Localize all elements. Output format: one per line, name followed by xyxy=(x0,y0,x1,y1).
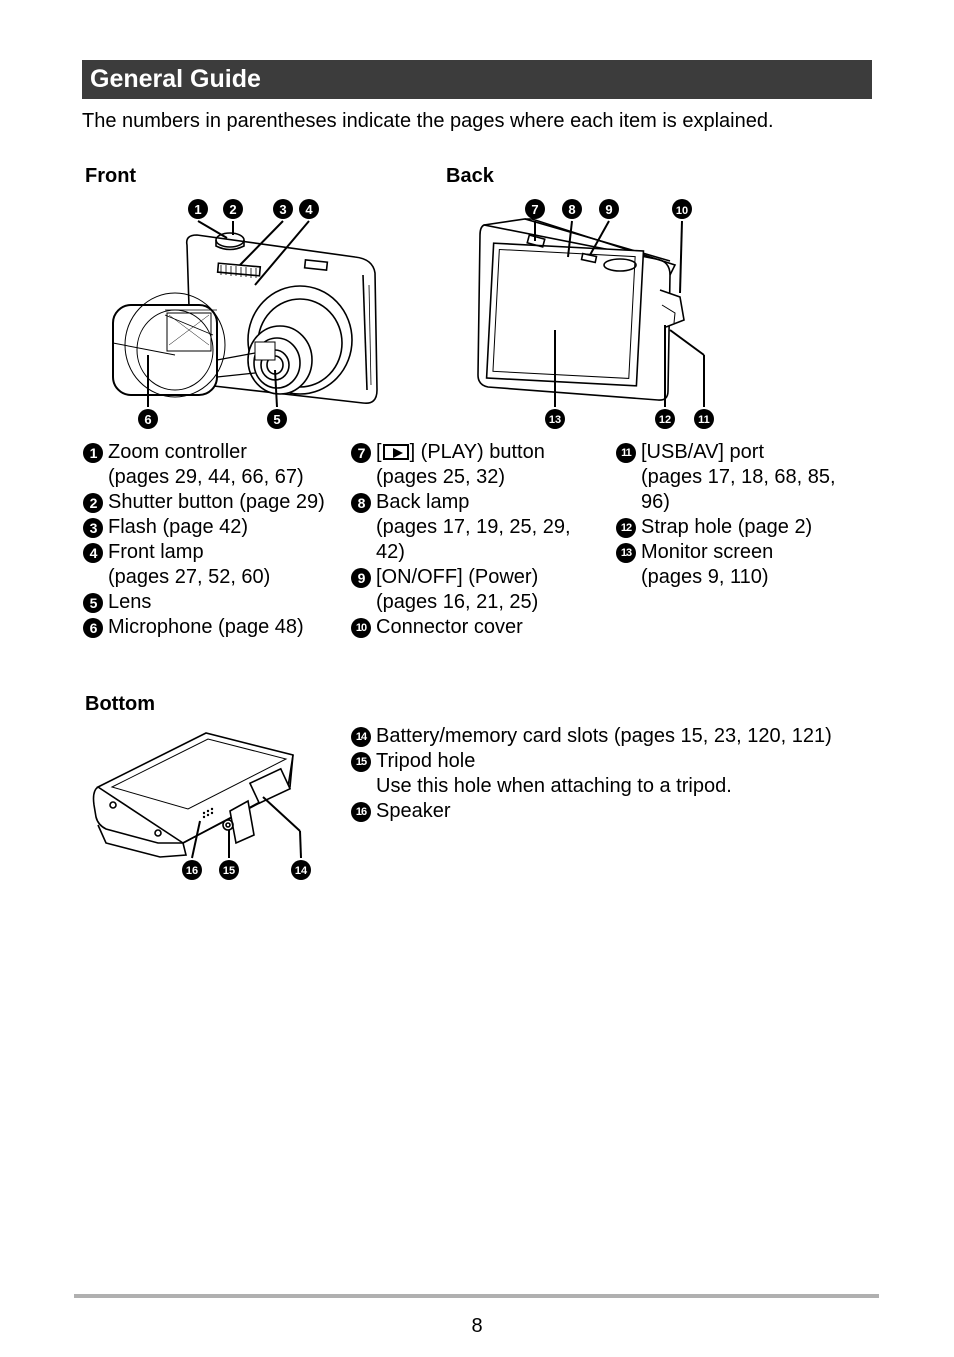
list-item: 11[USB/AV] port(pages 17, 18, 68, 85,96) xyxy=(615,440,836,515)
page-title: General Guide xyxy=(90,65,261,93)
back-label: Back xyxy=(446,165,494,187)
page-number: 8 xyxy=(471,1315,483,1337)
intro-text: The numbers in parentheses indicate the … xyxy=(82,110,774,132)
bottom-callouts: 16 15 14 xyxy=(182,860,311,880)
callout-13: 13 xyxy=(549,414,561,426)
callout-3: 3 xyxy=(279,202,286,217)
bottom-label: Bottom xyxy=(85,693,155,715)
list-item: 9[ON/OFF] (Power)(pages 16, 21, 25) xyxy=(350,565,571,615)
callout-4: 4 xyxy=(305,202,313,217)
section-header-bar xyxy=(82,60,872,99)
back-camera-illustration: 7 8 9 10 13 12 11 xyxy=(477,199,714,429)
callout-5: 5 xyxy=(273,412,280,427)
callout-2: 2 xyxy=(229,202,236,217)
back-callouts: 7 8 9 10 13 12 11 xyxy=(525,199,714,429)
front-label: Front xyxy=(85,165,137,187)
callout-10: 10 xyxy=(676,205,688,217)
bottom-camera-illustration: 16 15 14 xyxy=(92,732,311,880)
callout-1: 1 xyxy=(194,202,201,217)
callout-8: 8 xyxy=(568,202,575,217)
play-icon xyxy=(382,444,409,460)
front-camera-illustration: 1 2 3 4 5 6 xyxy=(112,199,378,429)
callout-14: 14 xyxy=(295,865,308,877)
list-item: 7[] (PLAY) button(pages 25, 32) xyxy=(350,440,571,490)
callout-9: 9 xyxy=(605,202,612,217)
callout-6: 6 xyxy=(144,412,151,427)
callout-16: 16 xyxy=(186,865,198,877)
front-callouts: 1 2 3 4 5 6 xyxy=(138,199,319,429)
side-parts-list: 11[USB/AV] port(pages 17, 18, 68, 85,96)… xyxy=(615,440,836,590)
callout-11: 11 xyxy=(698,414,710,426)
callout-15: 15 xyxy=(223,865,235,877)
callout-7: 7 xyxy=(531,202,538,217)
callout-12: 12 xyxy=(659,414,671,426)
footer-rule xyxy=(74,1294,879,1298)
